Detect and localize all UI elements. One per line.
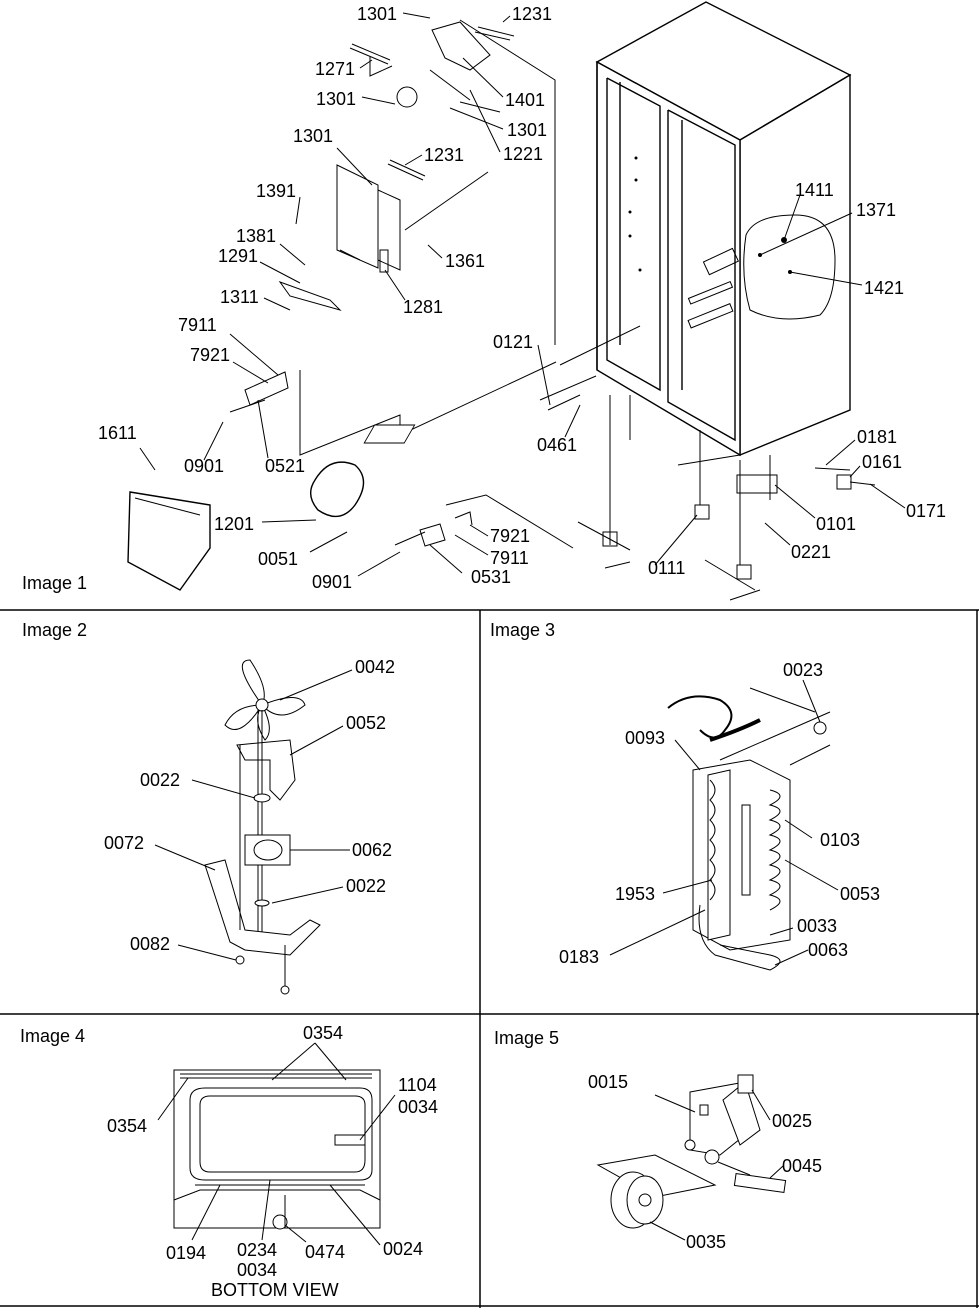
part-callout: 0101 xyxy=(816,514,857,534)
part-callout: 1381 xyxy=(236,226,277,246)
part-callout: 0221 xyxy=(791,542,832,562)
part-callout: 0171 xyxy=(906,501,947,521)
panel-label-image5: Image 5 xyxy=(494,1028,560,1048)
bottom-hinge-left xyxy=(229,361,557,456)
part-callout: 1371 xyxy=(856,200,897,220)
part-callout: 7921 xyxy=(190,345,231,365)
part-callout: 1221 xyxy=(503,144,544,164)
part-callout: 1104 xyxy=(398,1075,437,1095)
part-callout: 7911 xyxy=(490,548,529,568)
part-callout: 0183 xyxy=(559,947,600,967)
part-callout: 0521 xyxy=(265,456,306,476)
part-callout: 7911 xyxy=(178,315,217,335)
part-callout: 0062 xyxy=(352,840,393,860)
part-callout: 0063 xyxy=(808,940,849,960)
part-callout: 1301 xyxy=(293,126,334,146)
part-callout: 1361 xyxy=(445,251,486,271)
part-callout: 1301 xyxy=(316,89,357,109)
part-callout: 0093 xyxy=(625,728,666,748)
part-callout: 0161 xyxy=(862,452,903,472)
part-callout: 0052 xyxy=(346,713,387,733)
part-callout: 1281 xyxy=(403,297,444,317)
part-callout: 1391 xyxy=(256,181,297,201)
part-callout: 0051 xyxy=(258,549,299,569)
part-callout: 7921 xyxy=(490,526,531,546)
panel-label-image1: Image 1 xyxy=(22,573,88,593)
part-callout: 1401 xyxy=(505,90,546,110)
part-callout: 0024 xyxy=(383,1239,424,1259)
bottom-view-caption: BOTTOM VIEW xyxy=(211,1280,339,1300)
part-callout: 0354 xyxy=(107,1116,148,1136)
part-callout: 1201 xyxy=(214,514,255,534)
part-callout: 0034 xyxy=(237,1260,278,1280)
panel-label-image3: Image 3 xyxy=(490,620,556,640)
part-callout: 0461 xyxy=(537,435,578,455)
part-callout: 0194 xyxy=(166,1243,207,1263)
image1-leaders xyxy=(139,12,906,577)
bottom-hinge-right xyxy=(394,494,574,549)
part-callout: 1301 xyxy=(357,4,398,24)
part-callout: 1301 xyxy=(507,120,548,140)
part-callout: 0023 xyxy=(783,660,824,680)
part-callout: 1953 xyxy=(615,884,656,904)
part-callout: 0181 xyxy=(857,427,898,447)
part-callout: 0474 xyxy=(305,1242,346,1262)
part-callout: 0111 xyxy=(648,558,686,578)
image1-drawing xyxy=(127,1,906,601)
drain-tube xyxy=(310,461,365,518)
panel-label-image4: Image 4 xyxy=(20,1026,86,1046)
panel-label-image2: Image 2 xyxy=(22,620,88,640)
part-callout: 0354 xyxy=(303,1023,344,1043)
top-hinge xyxy=(349,19,556,345)
part-callout: 1421 xyxy=(864,278,905,298)
part-callout: 0531 xyxy=(471,567,512,587)
part-callout: 0234 xyxy=(237,1240,278,1260)
part-callout: 1311 xyxy=(220,287,259,307)
cabinet-outline xyxy=(595,1,852,457)
part-callout: 0025 xyxy=(772,1111,813,1131)
part-callout: 1291 xyxy=(218,246,259,266)
part-callout: 0045 xyxy=(782,1156,823,1176)
part-callout: 0022 xyxy=(346,876,387,896)
part-callout: 1231 xyxy=(424,145,465,165)
toe-grille xyxy=(127,491,211,591)
part-callout: 0121 xyxy=(493,332,534,352)
part-callout: 0015 xyxy=(588,1072,629,1092)
part-callout: 0053 xyxy=(840,884,881,904)
part-callout: 0072 xyxy=(104,833,145,853)
part-callout: 0901 xyxy=(312,572,353,592)
part-callout: 1611 xyxy=(98,423,137,443)
part-callout: 0022 xyxy=(140,770,181,790)
part-callout: 0035 xyxy=(686,1232,727,1252)
part-callout: 0082 xyxy=(130,934,171,954)
part-callout: 1411 xyxy=(795,180,834,200)
rollers xyxy=(363,325,876,601)
part-callout: 1271 xyxy=(315,59,356,79)
middle-hinge xyxy=(278,159,489,311)
part-callout: 0901 xyxy=(184,456,225,476)
part-callout: 0103 xyxy=(820,830,861,850)
part-callout: 0042 xyxy=(355,657,396,677)
part-callout: 0033 xyxy=(797,916,838,936)
part-callout: 0034 xyxy=(398,1097,439,1117)
part-callout: 1231 xyxy=(512,4,553,24)
